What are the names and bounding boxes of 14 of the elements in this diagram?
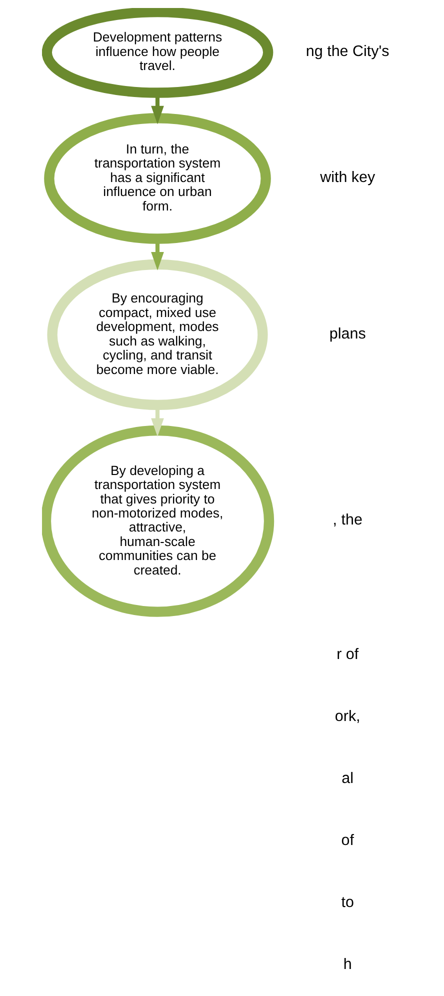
label: ork,: [334, 708, 360, 726]
label: al: [342, 770, 354, 788]
node-ellipse: By encouraging compact, mixed use development, modes such as walking, cycling, and transit become more viable.: [47, 259, 268, 410]
node-ellipse: In turn, the transportation system has a significant influence on urban form.: [44, 113, 271, 244]
label: to: [341, 894, 354, 912]
label: , the: [332, 512, 362, 529]
label: h: [343, 956, 352, 974]
label: r of: [336, 646, 359, 664]
label: ng the City's: [306, 42, 390, 60]
label: of: [341, 832, 354, 850]
node-ellipse: By developing a transportation system that gives priority to non-motorized modes, attractive, human-scale communities can be created.: [42, 425, 274, 617]
label: plans: [329, 325, 366, 342]
label: with key: [320, 169, 376, 186]
node-ellipse: Development patterns influence how people travel.: [42, 8, 274, 98]
